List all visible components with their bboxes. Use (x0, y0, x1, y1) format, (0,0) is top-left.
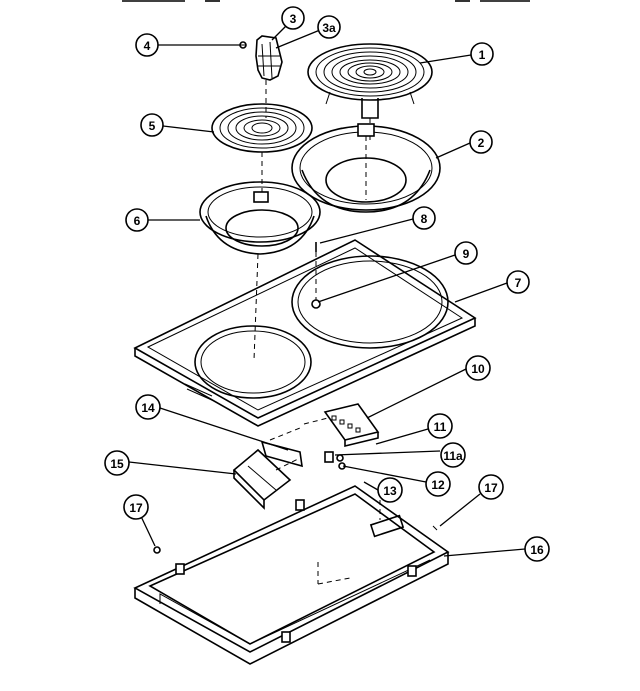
callout-3: 3 (281, 6, 305, 30)
svg-text:10: 10 (471, 362, 485, 376)
svg-text:17: 17 (484, 481, 498, 495)
callout-16: 16 (524, 536, 550, 562)
callout-13: 13 (377, 477, 403, 503)
callout-6: 6 (125, 208, 149, 232)
large-drip-bowl-part (291, 123, 441, 213)
support-bracket-part (232, 448, 301, 510)
svg-text:1: 1 (479, 48, 486, 62)
callout-10: 10 (465, 355, 491, 381)
svg-text:14: 14 (141, 401, 155, 415)
small-drip-bowl-part (199, 181, 321, 361)
svg-text:4: 4 (144, 39, 151, 53)
callout-4: 4 (135, 33, 159, 57)
large-surface-element-part (307, 43, 433, 140)
bracket-part (303, 403, 380, 448)
small-surface-element-part (211, 103, 313, 196)
callout-11a: 11a (440, 442, 466, 468)
svg-text:16: 16 (530, 543, 544, 557)
callout-15: 15 (104, 450, 130, 476)
channel-bracket-part (260, 427, 303, 468)
svg-text:9: 9 (463, 247, 470, 261)
callout-9: 9 (454, 241, 478, 265)
leader-lines (128, 25, 526, 557)
svg-text:13: 13 (383, 484, 397, 498)
callout-17-left: 17 (123, 494, 149, 520)
callout-3a: 3a (317, 15, 341, 39)
callout-11: 11 (427, 413, 453, 439)
bottom-pan-part (133, 485, 450, 665)
callout-14: 14 (135, 394, 161, 420)
svg-text:12: 12 (431, 478, 445, 492)
cooktop-frame-part (133, 239, 477, 427)
svg-text:2: 2 (478, 136, 485, 150)
screw-part (239, 41, 247, 49)
svg-text:11: 11 (434, 420, 447, 434)
screw-part-17 (153, 525, 438, 554)
callout-12: 12 (425, 471, 451, 497)
callout-1: 1 (470, 42, 494, 66)
svg-text:15: 15 (110, 457, 124, 471)
svg-text:8: 8 (421, 212, 428, 226)
screw-clip-part (311, 242, 321, 309)
svg-text:11a: 11a (443, 449, 463, 463)
terminal-block-part (255, 35, 283, 118)
svg-text:17: 17 (129, 501, 143, 515)
callout-7: 7 (506, 270, 530, 294)
callout-17-right: 17 (478, 474, 504, 500)
callout-5: 5 (140, 113, 164, 137)
callout-8: 8 (412, 206, 436, 230)
svg-text:3a: 3a (322, 21, 336, 35)
svg-text:7: 7 (515, 276, 522, 290)
svg-text:5: 5 (149, 119, 156, 133)
callout-2: 2 (469, 130, 493, 154)
svg-text:3: 3 (290, 12, 297, 26)
svg-text:6: 6 (134, 214, 141, 228)
